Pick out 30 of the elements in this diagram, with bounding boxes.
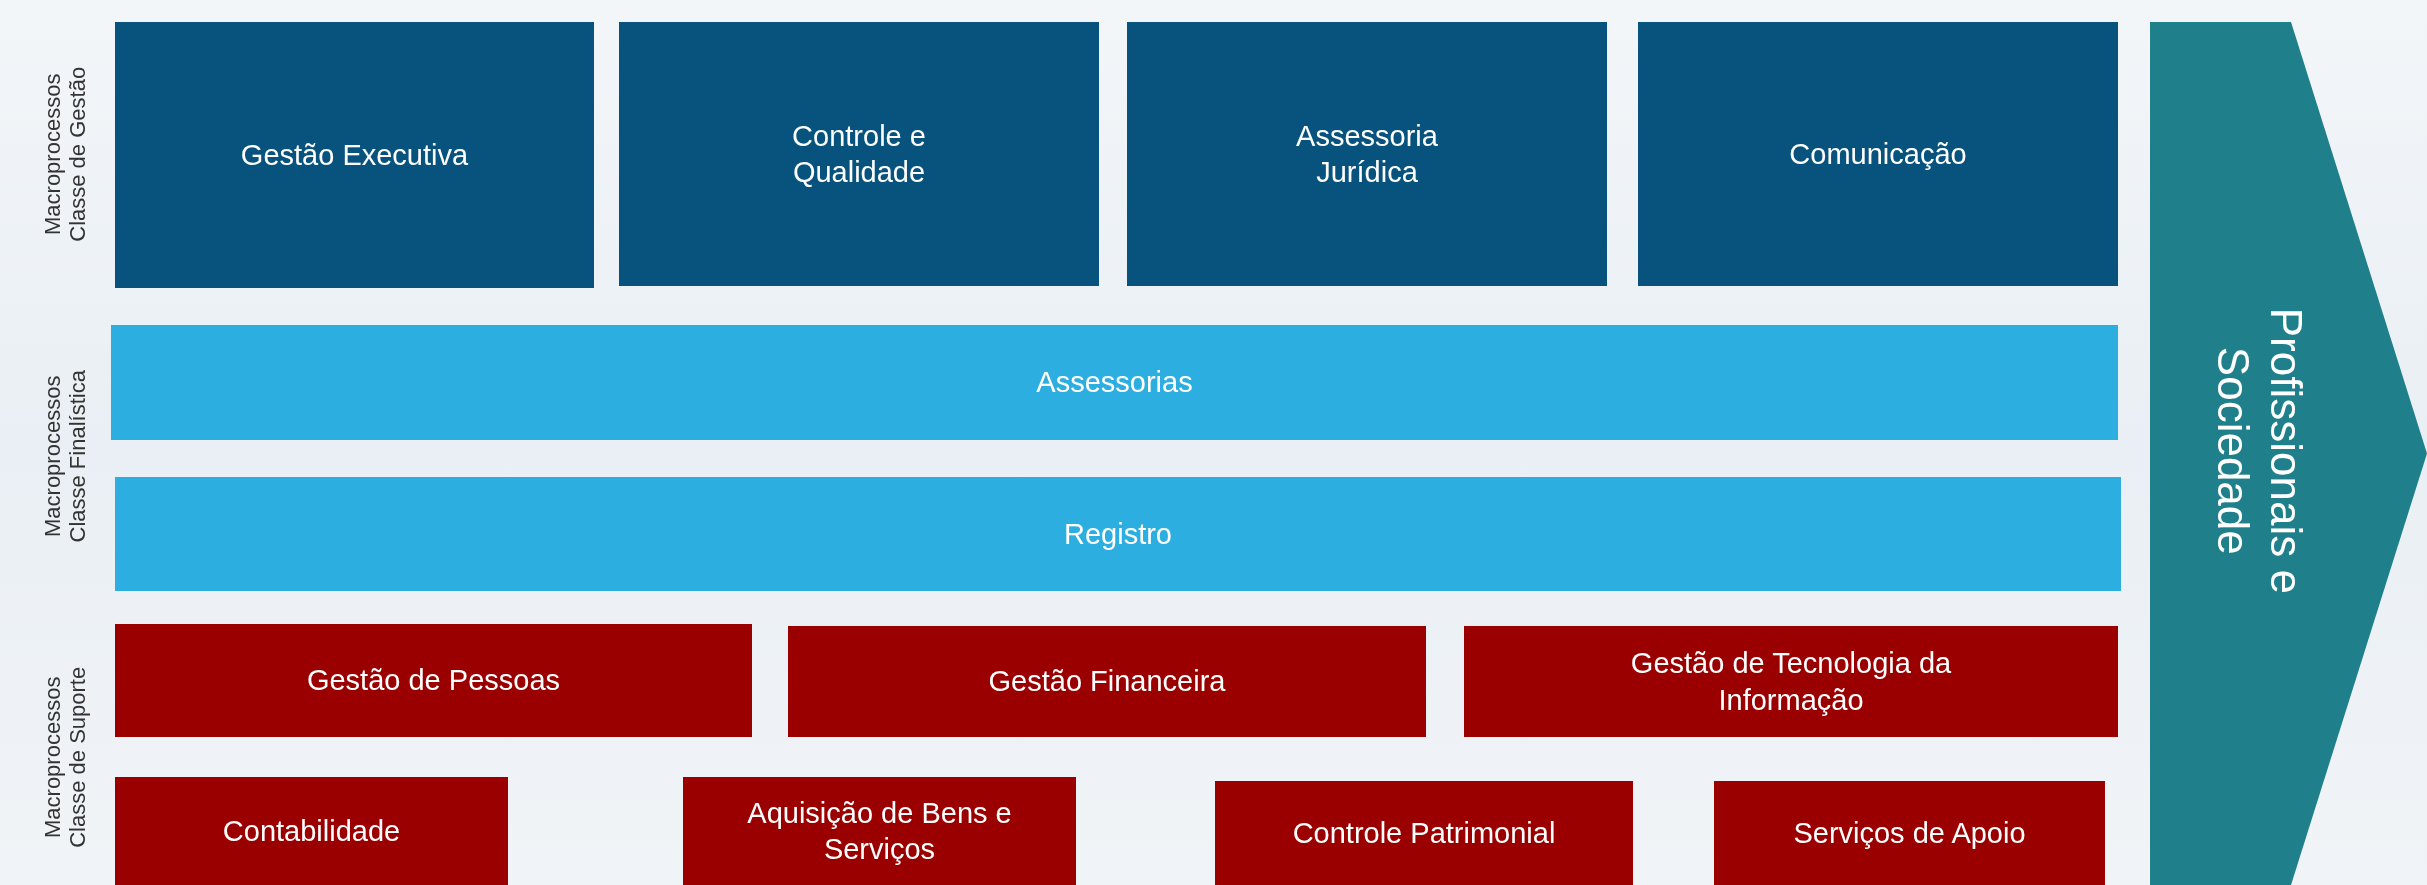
process-label: Gestão Executiva bbox=[240, 137, 469, 173]
process-box bbox=[1464, 626, 2118, 737]
process-band bbox=[111, 325, 2118, 440]
process-label: Gestão de Tecnologia da Informação bbox=[1629, 646, 1953, 718]
process-label: Controle Patrimonial bbox=[1292, 815, 1556, 851]
process-box bbox=[619, 22, 1099, 286]
row-label: Macroprocessos Classe de Gestão bbox=[39, 65, 91, 244]
process-box bbox=[788, 626, 1426, 737]
process-box bbox=[1215, 781, 1633, 885]
process-band bbox=[115, 477, 2121, 591]
process-label: Contabilidade bbox=[222, 813, 401, 849]
process-label: Registro bbox=[1064, 516, 1172, 552]
process-box bbox=[1714, 781, 2105, 885]
process-label: Assessorias bbox=[1036, 365, 1193, 401]
process-label: Gestão Financeira bbox=[988, 664, 1226, 700]
process-box bbox=[1127, 22, 1607, 286]
row-label: Macroprocessos Classe de Suporte bbox=[39, 665, 91, 850]
chevron-label: Profissionais e Sociedade bbox=[2207, 306, 2312, 596]
row-label: Macroprocessos Classe Finalística bbox=[39, 369, 91, 545]
process-label: Serviços de Apoio bbox=[1793, 815, 2026, 851]
process-label: Assessoria Jurídica bbox=[1295, 118, 1439, 190]
process-label: Controle e Qualidade bbox=[791, 118, 927, 190]
process-box bbox=[115, 624, 752, 737]
process-box bbox=[683, 777, 1076, 885]
process-label: Gestão de Pessoas bbox=[306, 663, 561, 699]
process-box bbox=[115, 777, 508, 885]
process-label: Comunicação bbox=[1789, 136, 1967, 172]
process-box bbox=[1638, 22, 2118, 286]
process-box bbox=[115, 22, 594, 288]
process-label: Aquisição de Bens e Serviços bbox=[746, 795, 1013, 867]
